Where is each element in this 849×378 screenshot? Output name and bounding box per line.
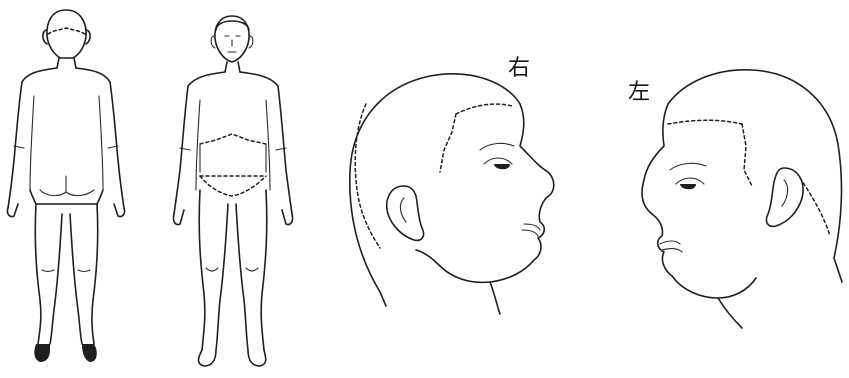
label-left: 左 — [628, 82, 650, 104]
body-front-view — [173, 16, 292, 366]
label-right: 右 — [508, 58, 530, 80]
body-back-view — [7, 10, 124, 362]
head-right-profile — [350, 74, 554, 314]
head-left-profile — [642, 70, 842, 328]
